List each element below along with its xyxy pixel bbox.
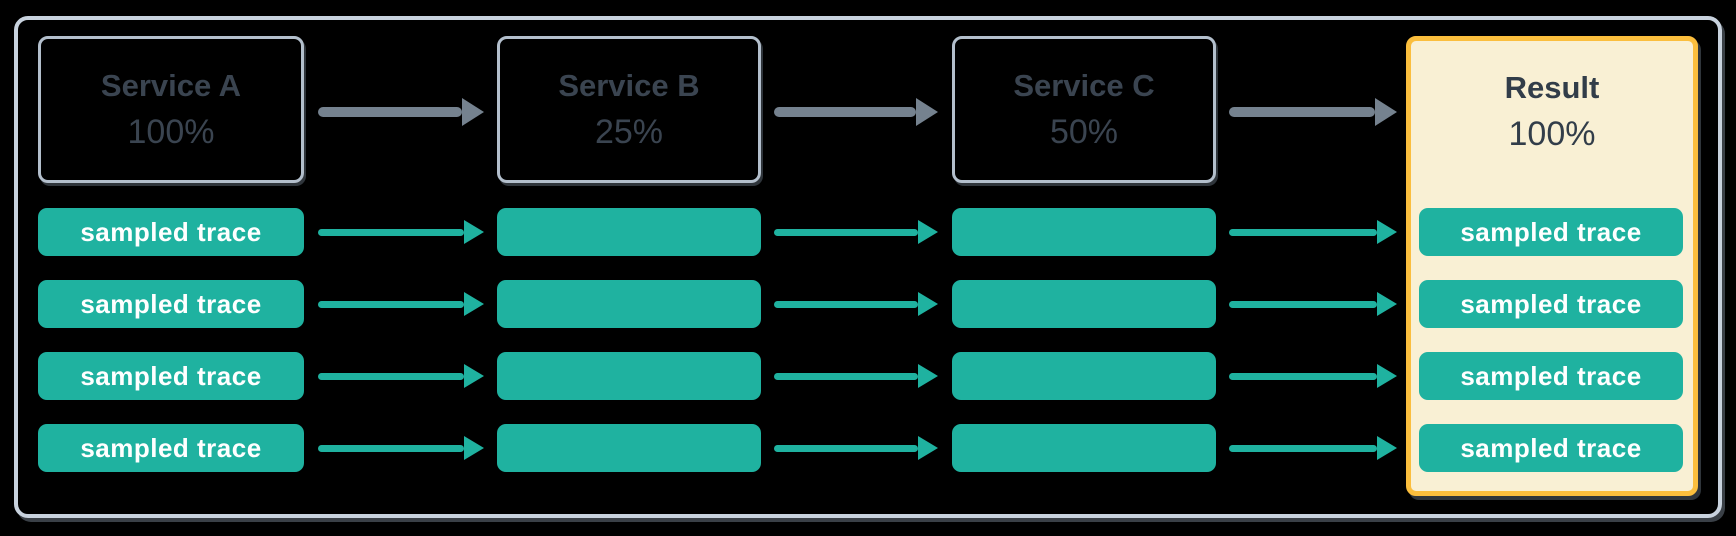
service-b-box: Service B 25% [497,36,761,183]
diagram-frame [14,16,1722,518]
trace-box [952,352,1216,400]
trace-box [952,208,1216,256]
trace-box [497,352,761,400]
result-percent: 100% [1508,115,1596,154]
trace-box [952,280,1216,328]
service-a-title: Service A [100,67,242,103]
trace-arrow-icon [318,436,484,460]
trace-arrow-icon [774,436,938,460]
flow-arrow-icon [318,98,484,126]
trace-box [497,208,761,256]
result-trace-box: sampled trace [1419,208,1683,256]
trace-box [952,424,1216,472]
trace-arrow-icon [774,220,938,244]
result-trace-box: sampled trace [1419,280,1683,328]
trace-arrow-icon [318,292,484,316]
service-b-title: Service B [558,67,700,103]
trace-arrow-icon [1229,436,1397,460]
trace-arrow-icon [318,220,484,244]
trace-box: sampled trace [38,352,304,400]
trace-arrow-icon [1229,364,1397,388]
trace-box: sampled trace [38,208,304,256]
trace-arrow-icon [1229,292,1397,316]
result-trace-box: sampled trace [1419,352,1683,400]
trace-box [497,424,761,472]
result-trace-box: sampled trace [1419,424,1683,472]
service-c-percent: 50% [1049,112,1119,151]
trace-arrow-icon [318,364,484,388]
trace-arrow-icon [1229,220,1397,244]
trace-arrow-icon [774,292,938,316]
result-title-block: Result 100% [1411,41,1693,183]
service-a-box: Service A 100% [38,36,304,183]
trace-box [497,280,761,328]
service-c-title: Service C [1013,67,1155,103]
result-title: Result [1504,70,1600,105]
trace-box: sampled trace [38,424,304,472]
service-b-percent: 25% [594,112,664,151]
flow-arrow-icon [774,98,938,126]
trace-box: sampled trace [38,280,304,328]
trace-arrow-icon [774,364,938,388]
service-c-box: Service C 50% [952,36,1216,183]
result-box: Result 100% sampled trace sampled trace … [1406,36,1698,496]
flow-arrow-icon [1229,98,1397,126]
service-a-percent: 100% [127,112,215,151]
